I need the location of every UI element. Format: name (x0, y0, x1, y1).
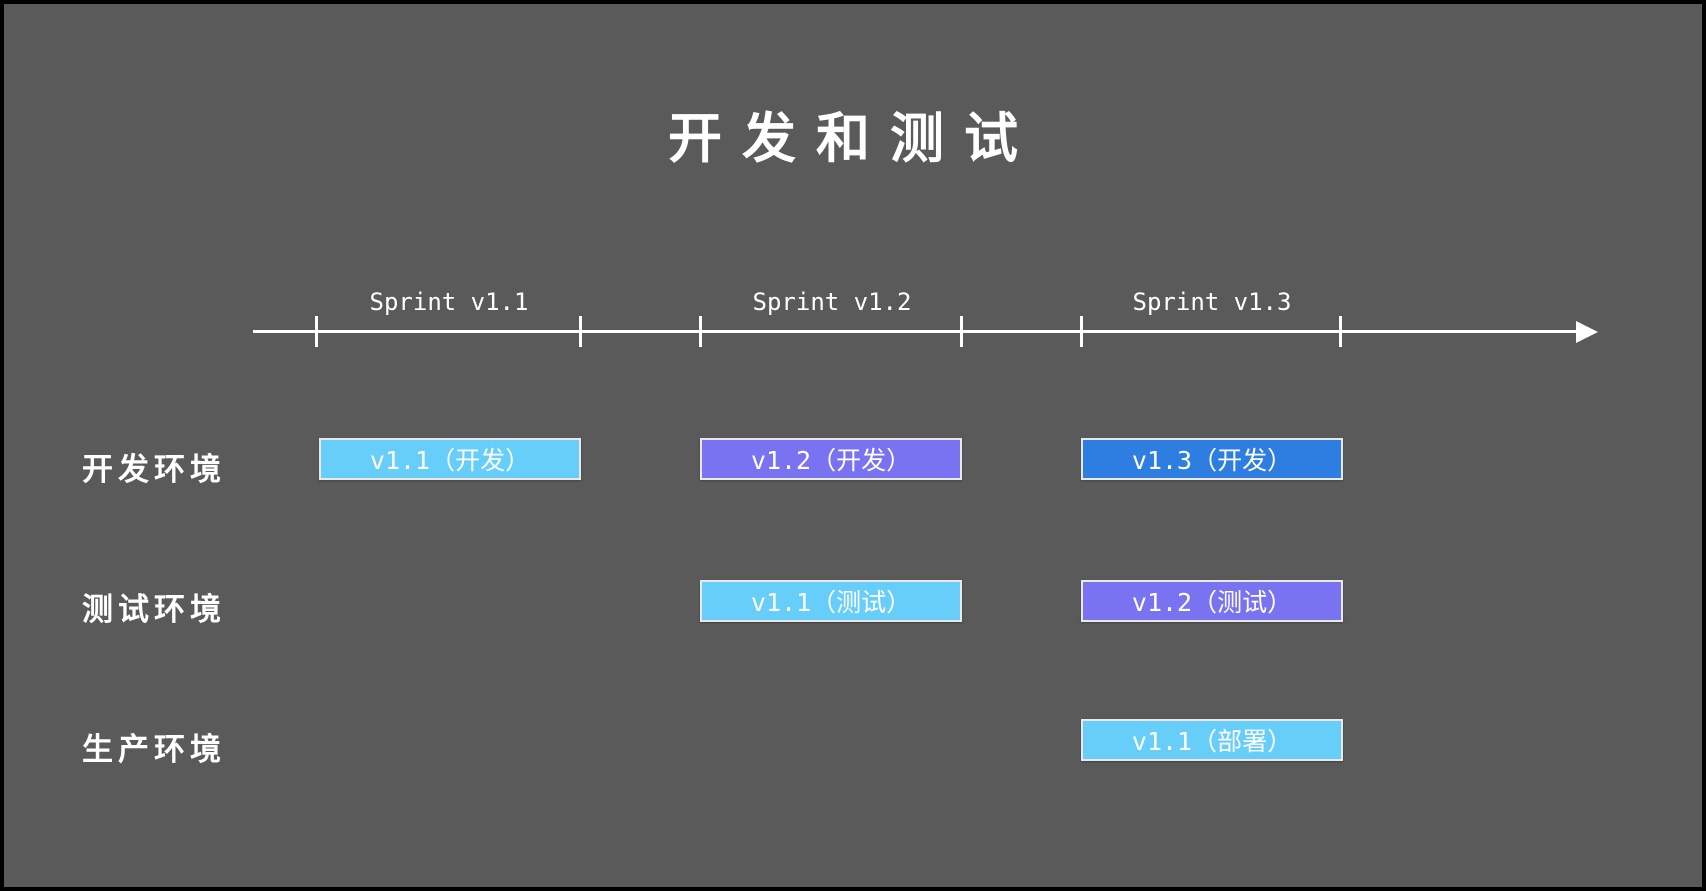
timeline-tick (960, 316, 963, 347)
bar-v1-2-test: v1.2（测试） (1081, 580, 1343, 622)
sprint-label-v1-3: Sprint v1.3 (1132, 288, 1292, 316)
timeline-tick (579, 316, 582, 347)
sprint-label-v1-1: Sprint v1.1 (369, 288, 529, 316)
diagram-title: 开发和测试 (668, 107, 1038, 170)
bar-v1-1-test: v1.1（测试） (700, 580, 962, 622)
timeline-tick (315, 316, 318, 347)
row-label-prod-env: 生产环境 (82, 732, 226, 768)
row-label-dev-env: 开发环境 (82, 452, 226, 488)
timeline-arrowhead-icon (1576, 321, 1598, 343)
bar-v1-2-dev: v1.2（开发） (700, 438, 962, 480)
timeline-tick (1339, 316, 1342, 347)
timeline-tick (1080, 316, 1083, 347)
bar-v1-1-dev: v1.1（开发） (319, 438, 581, 480)
timeline-axis (253, 330, 1583, 333)
row-label-test-env: 测试环境 (82, 592, 226, 628)
bar-v1-3-dev: v1.3（开发） (1081, 438, 1343, 480)
bar-v1-1-deploy: v1.1（部署） (1081, 719, 1343, 761)
timeline-tick (699, 316, 702, 347)
sprint-label-v1-2: Sprint v1.2 (752, 288, 912, 316)
